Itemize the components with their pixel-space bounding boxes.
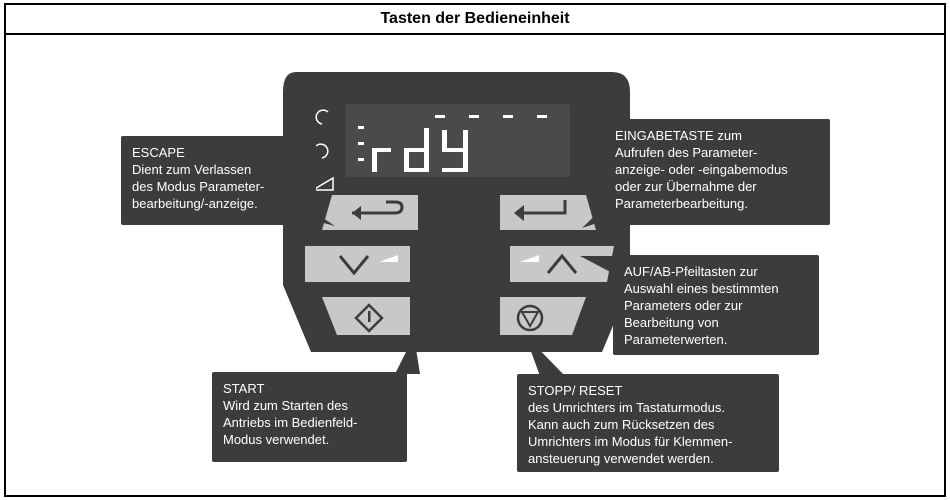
stop-icon <box>516 304 544 332</box>
callout-enter: EINGABETASTE zum Aufrufen des Parameter-… <box>604 119 830 225</box>
callout-escape: ESCAPE Dient zum Verlassen des Modus Par… <box>121 136 316 225</box>
figure-title: Tasten der Bedieneinheit <box>6 5 944 35</box>
start-icon <box>354 303 384 333</box>
ramp-small-icon-right <box>520 255 539 262</box>
enter-arrow-icon <box>521 200 567 215</box>
down-arrow-icon <box>338 255 370 276</box>
ramp-small-icon <box>379 255 398 262</box>
rotation-cw-icon <box>315 143 329 159</box>
callout-up-down: AUF/AB-Pfeiltasten zur Auswahl eines bes… <box>613 255 819 355</box>
start-button[interactable] <box>322 297 410 335</box>
escape-button[interactable] <box>322 195 418 230</box>
up-arrow-icon <box>546 253 578 274</box>
escape-arrow-icon <box>352 200 404 215</box>
up-button[interactable] <box>510 246 614 282</box>
ramp-icon <box>310 176 334 191</box>
status-icons <box>310 109 334 191</box>
callout-start: START Wird zum Starten des Antriebs im B… <box>212 372 407 462</box>
indicator-dashes <box>358 115 547 161</box>
figure-frame: Tasten der Bedieneinheit <box>4 3 946 497</box>
led-display <box>345 104 570 177</box>
rotation-ccw-icon <box>315 109 329 125</box>
stop-button[interactable] <box>500 297 586 335</box>
display-text-rdy <box>372 128 468 172</box>
enter-button[interactable] <box>500 195 596 230</box>
down-button[interactable] <box>305 246 410 282</box>
callout-stop: STOPP/ RESET des Umrichters im Tastaturm… <box>517 374 779 472</box>
